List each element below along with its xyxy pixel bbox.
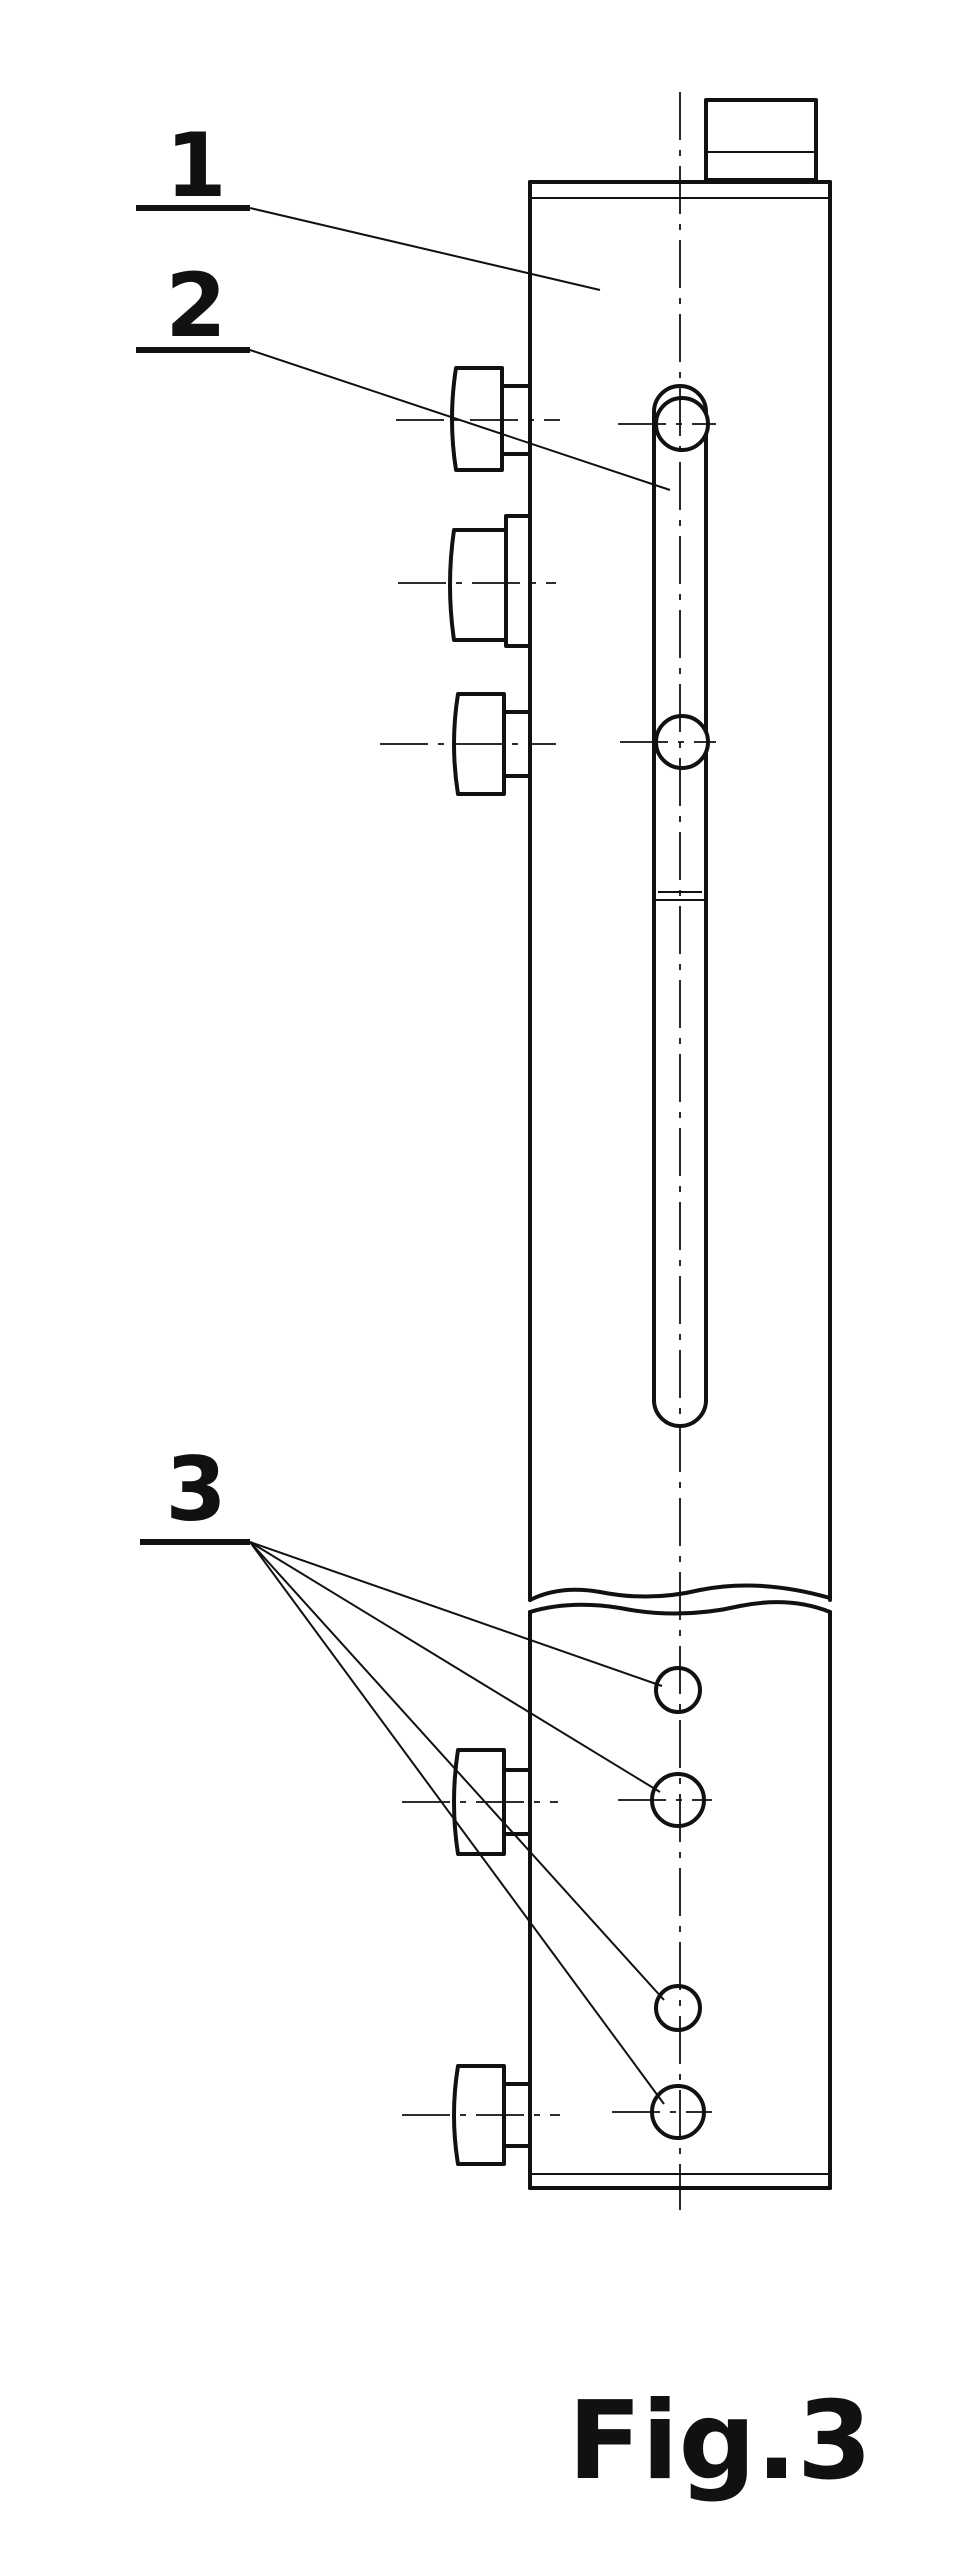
label-2: 2 (136, 254, 671, 491)
hole-3 (654, 1984, 702, 2032)
label-3: 3 (140, 1438, 665, 2105)
label-2-text: 2 (165, 254, 226, 357)
centerlines (380, 92, 716, 2210)
label-1-text: 1 (165, 114, 226, 217)
knob-1 (450, 366, 532, 472)
label-3-text: 3 (165, 1438, 226, 1541)
label-1: 1 (136, 114, 601, 291)
hole-1 (654, 1666, 702, 1714)
figure-caption: Fig.3 (568, 2379, 872, 2504)
top-tab (704, 98, 818, 182)
knob-2 (448, 514, 532, 648)
